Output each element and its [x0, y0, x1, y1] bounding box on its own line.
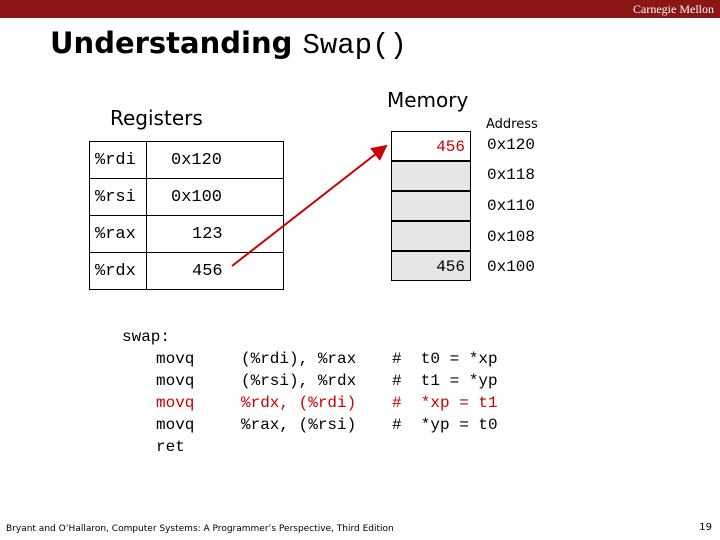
- register-value: 0x120: [146, 141, 284, 179]
- register-name: %rax: [89, 215, 147, 253]
- registers-heading: Registers: [110, 106, 203, 130]
- memory-cell-value: 456: [436, 138, 465, 156]
- memory-cell: 456: [391, 131, 471, 161]
- top-bar: Carnegie Mellon: [0, 0, 720, 18]
- page-number: 19: [699, 522, 712, 533]
- code-comment: # t0 = *xp: [392, 350, 498, 368]
- code-op: movq: [156, 350, 195, 368]
- footer-citation: Bryant and O’Hallaron, Computer Systems:…: [6, 524, 394, 534]
- memory-cell: [391, 221, 471, 251]
- code-comment: # *yp = t0: [392, 416, 498, 434]
- code-args: (%rdi), %rax: [241, 350, 357, 368]
- arrow-line: [231, 144, 388, 267]
- register-row: %rax 123: [89, 215, 284, 253]
- code-args: %rdx, (%rdi): [241, 394, 357, 412]
- code-label: swap:: [122, 328, 171, 346]
- slide-title: Understanding Swap(): [50, 26, 407, 62]
- code-op: ret: [156, 438, 185, 456]
- register-table: %rdi 0x120 %rsi 0x100 %rax 123 %rdx 456: [89, 141, 284, 290]
- code-args: %rax, (%rsi): [241, 416, 357, 434]
- register-row: %rdx 456: [89, 252, 284, 290]
- code-comment: # t1 = *yp: [392, 372, 498, 390]
- code-op: movq: [156, 394, 195, 412]
- address-label: Address: [486, 117, 538, 132]
- register-value: 456: [146, 252, 284, 290]
- code-op: movq: [156, 372, 195, 390]
- memory-address: 0x110: [487, 197, 536, 215]
- memory-address: 0x120: [487, 136, 536, 154]
- memory-address: 0x118: [487, 166, 536, 184]
- memory-cell: [391, 161, 471, 191]
- memory-heading: Memory: [387, 88, 469, 112]
- register-value: 123: [146, 215, 284, 253]
- memory-cell: [391, 191, 471, 221]
- code-op: movq: [156, 416, 195, 434]
- register-row: %rdi 0x120: [89, 141, 284, 179]
- slide-title-text: Understanding: [50, 26, 303, 60]
- register-name: %rsi: [89, 178, 147, 216]
- register-name: %rdi: [89, 141, 147, 179]
- code-comment: # *xp = t1: [392, 394, 498, 412]
- memory-address: 0x100: [487, 258, 536, 276]
- institution-name: Carnegie Mellon: [633, 2, 714, 16]
- memory-address: 0x108: [487, 228, 536, 246]
- register-value: 0x100: [146, 178, 284, 216]
- memory-cell-value: 456: [436, 258, 465, 276]
- code-args: (%rsi), %rdx: [241, 372, 357, 390]
- memory-cell: 456: [391, 251, 471, 281]
- slide-title-code: Swap(): [302, 29, 407, 62]
- register-row: %rsi 0x100: [89, 178, 284, 216]
- register-name: %rdx: [89, 252, 147, 290]
